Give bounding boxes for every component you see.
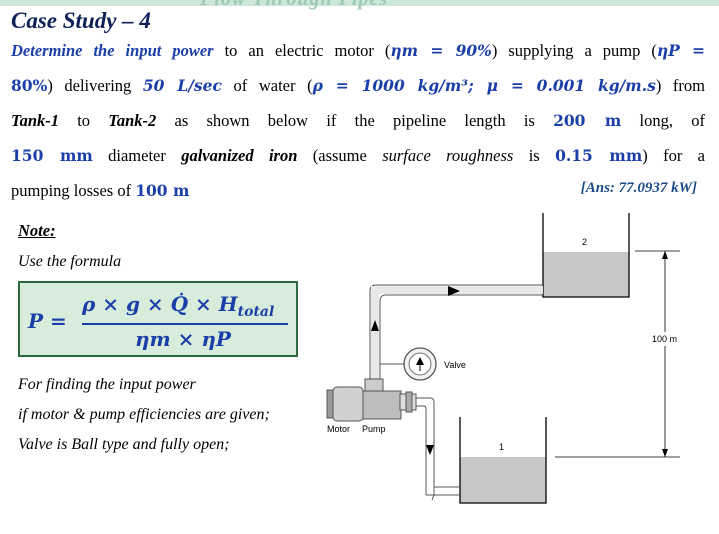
page-title: Case Study – 4	[11, 8, 151, 33]
fluid-properties: ρ = 1000 kg/m³; μ = 0.001 kg/m.s	[312, 76, 656, 95]
fraction-bar	[82, 323, 288, 325]
formula-lhs: P =	[28, 309, 67, 333]
note-line-1: For finding the input power	[18, 376, 196, 393]
tank-2-text: Tank-2	[108, 111, 157, 130]
tank-2: 2	[542, 213, 630, 298]
flow-arrow-top	[448, 286, 460, 296]
flow-arrow-up	[371, 320, 379, 331]
motor-label: Motor	[327, 424, 350, 434]
pipe-material: galvanized iron	[181, 146, 298, 165]
tank-2-label: 2	[582, 237, 587, 247]
problem-line-1: Determine the input power to an electric…	[11, 41, 706, 60]
problem-statement: Determine the input power to an electric…	[11, 33, 705, 208]
pipe-diameter: 150 mm	[11, 146, 93, 165]
roughness-value: 0.15 mm	[555, 146, 643, 165]
valve-label: Valve	[444, 360, 466, 370]
formula-denominator: ηm × ηP	[135, 327, 231, 351]
tank-1: 1	[459, 417, 547, 504]
problem-line-5: pumping losses of 100 m	[11, 181, 190, 200]
note-line-3: Valve is Ball type and fully open;	[18, 436, 230, 453]
pipe-length: 200 m	[553, 111, 622, 130]
height-dimension: 100 m	[555, 250, 686, 458]
tank-1-text: Tank-1	[11, 111, 59, 130]
suction-pipe	[416, 397, 460, 501]
pumping-losses: 100 m	[135, 181, 190, 200]
input-power-text: Determine the input power	[11, 41, 214, 60]
pumping-system-diagram: 2 1 100 m Valve Motor	[326, 213, 686, 504]
faded-header-title: Flow Through Pipes	[200, 0, 388, 11]
motor-efficiency: ηm = 90%	[390, 41, 492, 60]
formula-box: P = ρ × g × Q̇ × Htotal ηm × ηP	[18, 281, 298, 357]
formula-numerator: ρ × g × Q̇ × Htotal	[82, 292, 275, 320]
pump-efficiency-symbol: ηP =	[656, 41, 706, 60]
top-accent-bar	[0, 0, 719, 6]
valve: Valve	[380, 347, 466, 381]
tank-1-label: 1	[499, 442, 504, 452]
pump-efficiency-value: 80%	[11, 76, 48, 95]
problem-line-3: Tank-1 to Tank-2 as shown below if the p…	[11, 111, 705, 130]
problem-line-2: 80%) delivering 50 L/sec of water (ρ = 1…	[11, 76, 705, 95]
use-formula-text: Use the formula	[18, 253, 122, 270]
flow-arrow-suction	[426, 445, 434, 455]
pump-motor: Motor Pump	[326, 378, 417, 434]
roughness-text: surface roughness	[382, 146, 514, 165]
answer-text: [Ans: 77.0937 kW]	[580, 180, 697, 196]
flow-rate: 50 L/sec	[142, 76, 222, 95]
pump-label: Pump	[362, 424, 386, 434]
problem-line-4: 150 mm diameter galvanized iron (assume …	[11, 146, 706, 165]
note-title: Note:	[18, 221, 56, 240]
note-line-2: if motor & pump efficiencies are given;	[18, 406, 270, 423]
height-label: 100 m	[652, 334, 677, 344]
